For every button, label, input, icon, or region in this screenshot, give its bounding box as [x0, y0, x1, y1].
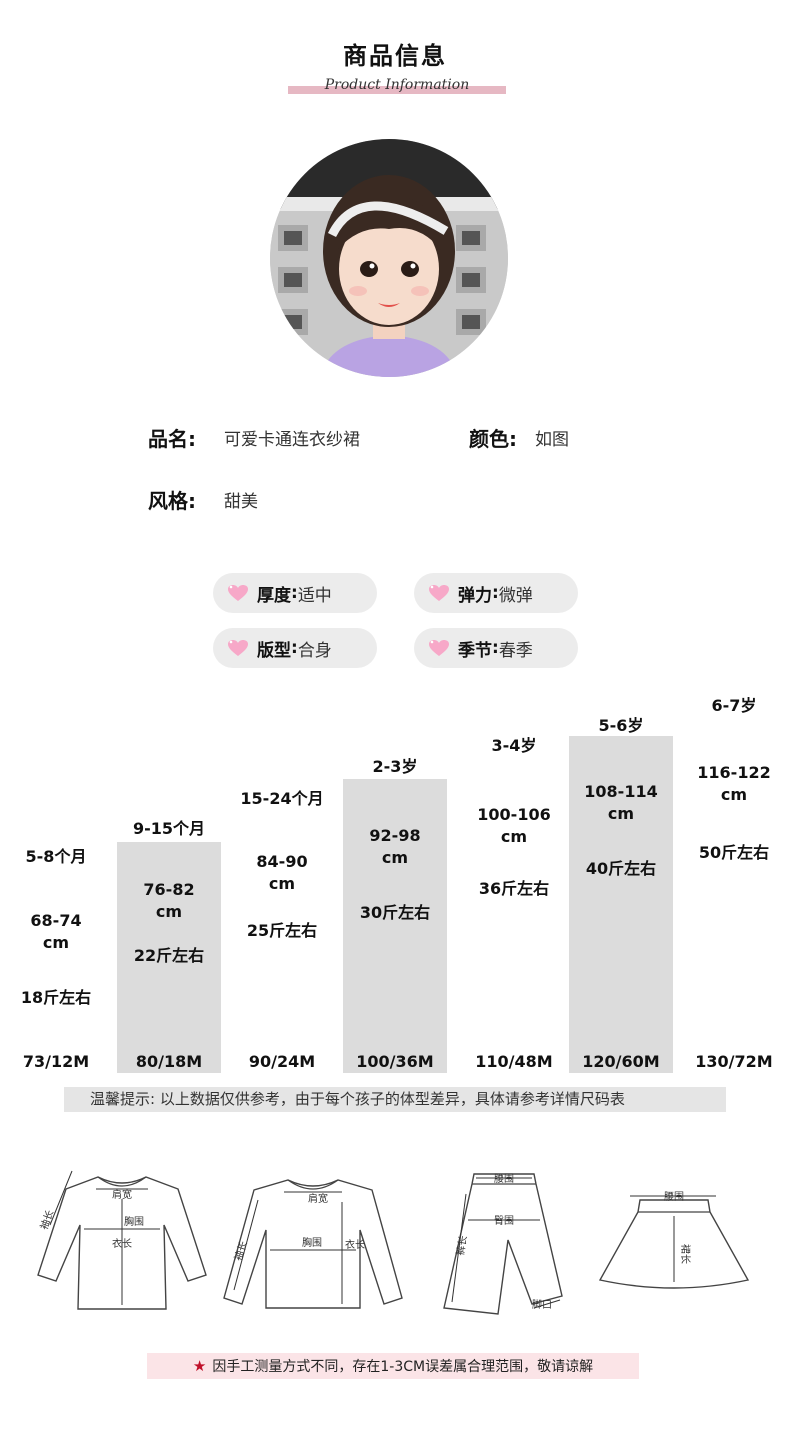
style-value: 甜美: [224, 492, 258, 512]
size-code: 130/72M: [695, 1052, 773, 1071]
hip-label: 臀围: [494, 1215, 514, 1227]
pill-colon: :: [291, 583, 298, 603]
size-code: 120/60M: [582, 1052, 660, 1071]
chest-label: 胸围: [302, 1236, 322, 1249]
pill-value: 微弹: [498, 585, 533, 606]
size-height-unit: cm: [268, 874, 296, 893]
size-height: 68-74: [30, 911, 82, 930]
size-height: 84-90: [256, 852, 308, 871]
size-code: 73/12M: [22, 1052, 90, 1071]
size-weight: 18斤左右: [20, 988, 92, 1007]
size-age: 5-6岁: [598, 716, 644, 735]
pill-colon: :: [492, 583, 499, 603]
size-height-unit: cm: [381, 848, 409, 867]
fit-pill: 版型 : 合身: [213, 628, 377, 668]
thickness-pill: 厚度 : 适中: [213, 573, 377, 613]
product-name-value: 可爱卡通连衣纱裙: [224, 430, 360, 450]
size-weight: 50斤左右: [698, 843, 770, 862]
pill-value: 适中: [297, 585, 332, 606]
disclaimer-text: 因手工测量方式不同，存在1-3CM误差属合理范围，敬请谅解: [212, 1359, 594, 1375]
size-height-unit: cm: [720, 785, 748, 804]
color-value: 如图: [535, 430, 569, 450]
pill-label: 弹力: [458, 585, 492, 606]
size-code: 100/36M: [356, 1052, 434, 1071]
size-height: 92-98: [369, 826, 421, 845]
size-age: 3-4岁: [491, 736, 537, 755]
pill-label: 季节: [458, 640, 492, 661]
size-height: 108-114: [584, 782, 658, 801]
pill-value: 春季: [498, 640, 533, 661]
size-weight: 36斤左右: [478, 879, 550, 898]
size-weight: 25斤左右: [246, 921, 318, 940]
page-title: 商品信息: [343, 42, 447, 70]
pill-colon: :: [492, 638, 499, 658]
size-code: 90/24M: [248, 1052, 316, 1071]
sleeve-label: 袖长: [231, 1239, 250, 1262]
heart-icon: [429, 585, 449, 601]
size-height-unit: cm: [155, 902, 183, 921]
page-subtitle: Product Information: [324, 77, 470, 93]
size-column-shade: [569, 736, 673, 1073]
model-portrait: [270, 139, 508, 377]
size-weight: 40斤左右: [585, 859, 657, 878]
chest-label: 胸围: [124, 1215, 144, 1228]
size-age: 2-3岁: [372, 757, 418, 776]
shoulder-label: 肩宽: [308, 1192, 328, 1205]
size-age: 9-15个月: [132, 819, 206, 838]
size-code: 80/18M: [135, 1052, 203, 1071]
size-height: 100-106: [477, 805, 551, 824]
star-icon: ★: [192, 1357, 207, 1375]
size-weight: 30斤左右: [359, 903, 431, 922]
size-column-shade: [117, 842, 221, 1073]
pill-label: 版型: [257, 640, 291, 661]
length-label: 衣长: [345, 1238, 365, 1251]
dress-diagram: 肩宽 胸围 衣长 袖长: [36, 1165, 208, 1315]
measurement-disclaimer: ★ 因手工测量方式不同，存在1-3CM误差属合理范围，敬请谅解: [147, 1353, 639, 1379]
shoulder-label: 肩宽: [112, 1188, 132, 1201]
size-age: 15-24个月: [240, 789, 324, 808]
leg-opening-label: 脚口: [532, 1298, 552, 1311]
size-code: 110/48M: [475, 1052, 553, 1071]
size-height-unit: cm: [42, 933, 70, 952]
size-notice: 温馨提示: 以上数据仅供参考，由于每个孩子的体型差异，具体请参考详情尺码表: [64, 1087, 726, 1112]
waist-label: 腰围: [664, 1191, 684, 1203]
size-height: 76-82: [143, 880, 195, 899]
heart-icon: [228, 640, 248, 656]
size-age: 6-7岁: [711, 696, 757, 715]
skirt-diagram: 腰围 裙长: [598, 1186, 750, 1290]
subtitle-underline: [288, 86, 506, 94]
length-label: 衣长: [112, 1237, 132, 1250]
size-age: 5-8个月: [25, 847, 87, 866]
pill-label: 厚度: [257, 585, 291, 606]
model-photo: [270, 139, 508, 377]
color-label: 颜色:: [469, 427, 517, 451]
pill-value: 合身: [297, 640, 332, 661]
top-diagram: 肩宽 胸围 衣长 袖长: [222, 1170, 404, 1314]
pants-length-label: 裤长: [453, 1235, 469, 1257]
size-height: 116-122: [697, 763, 771, 782]
heart-icon: [228, 585, 248, 601]
skirt-length-label: 裙长: [679, 1244, 692, 1264]
style-label: 风格:: [148, 489, 196, 513]
size-weight: 22斤左右: [133, 946, 205, 965]
product-name-label: 品名:: [148, 427, 196, 451]
waist-label: 腰围: [494, 1173, 514, 1185]
pants-diagram: 腰围 臀围 裤长 脚口: [438, 1168, 564, 1316]
size-height-unit: cm: [500, 827, 528, 846]
pill-colon: :: [291, 638, 298, 658]
season-pill: 季节 : 春季: [414, 628, 578, 668]
heart-icon: [429, 640, 449, 656]
elasticity-pill: 弹力 : 微弹: [414, 573, 578, 613]
size-column-shade: [343, 779, 447, 1073]
size-height-unit: cm: [607, 804, 635, 823]
